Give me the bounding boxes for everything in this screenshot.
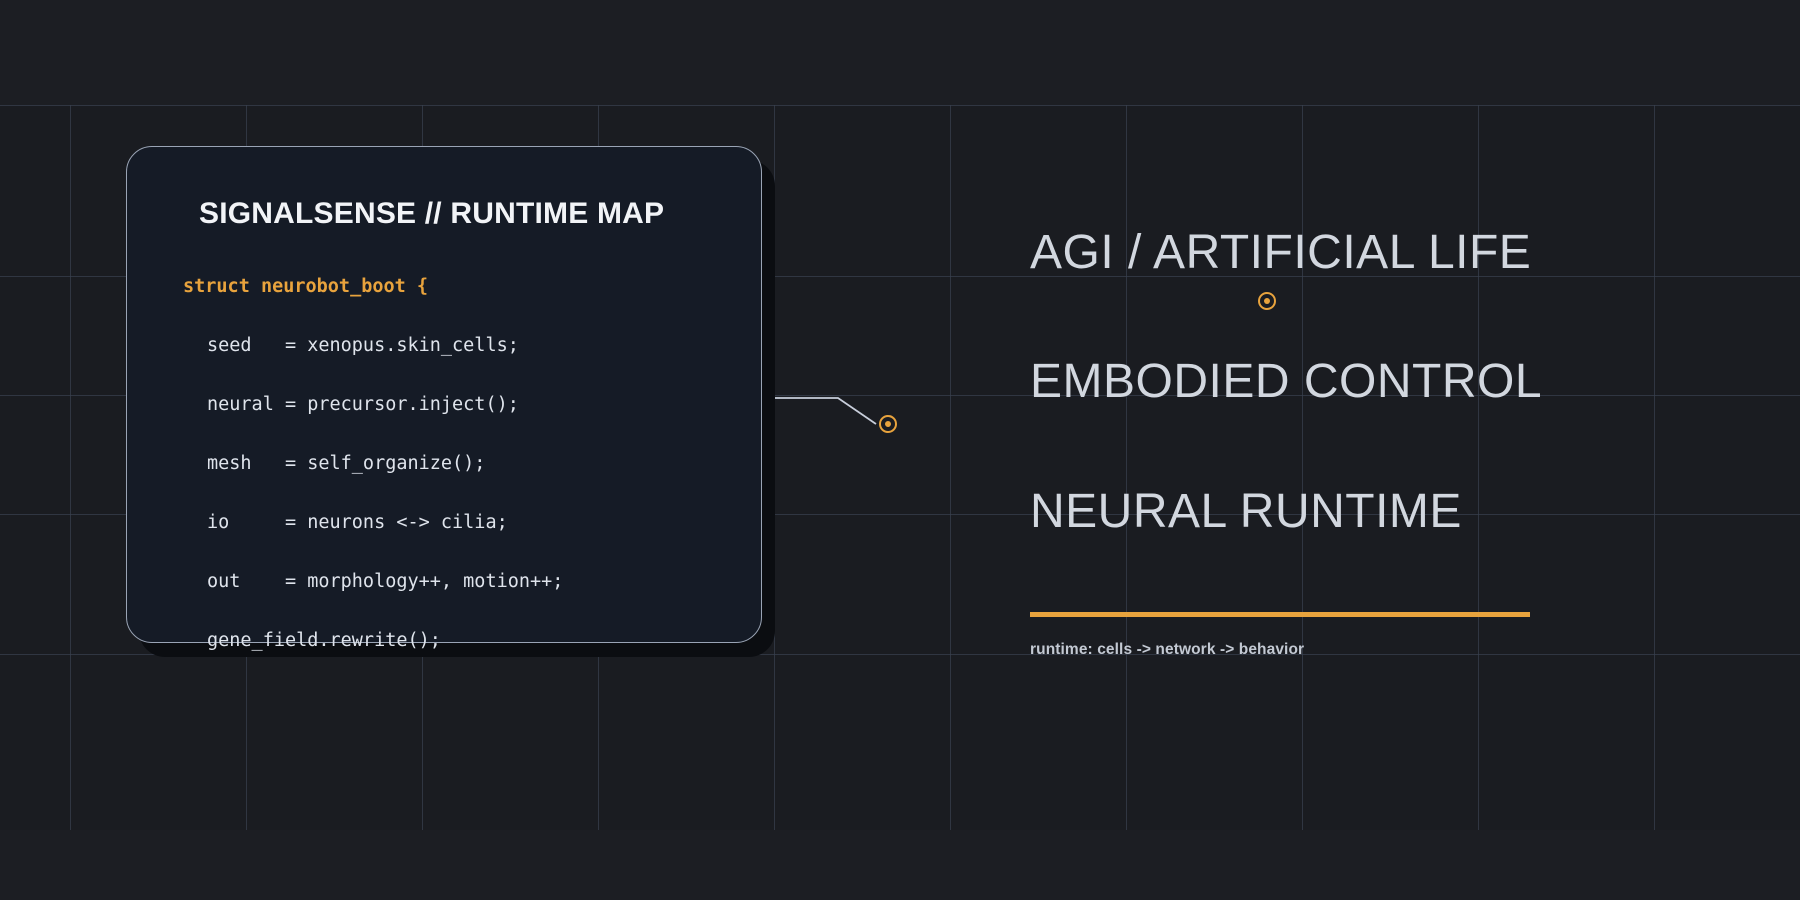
accent-node-icon: [1258, 292, 1276, 310]
grid-line-vertical: [1654, 105, 1655, 830]
code-line: struct neurobot_boot {: [183, 276, 429, 297]
headline-panel: AGI / ARTIFICIAL LIFE EMBODIED CONTROL N…: [1030, 205, 1650, 659]
accent-divider: [1030, 612, 1530, 617]
grid-line-horizontal: [0, 105, 1800, 106]
runtime-map-card: SIGNALSENSE // RUNTIME MAP struct neurob…: [126, 146, 762, 651]
code-line: out = morphology++, motion++;: [207, 571, 564, 592]
headline-neural-runtime: NEURAL RUNTIME: [1030, 485, 1462, 538]
bottom-vignette: [0, 830, 1800, 900]
code-line: mesh = self_organize();: [207, 453, 486, 474]
code-line: gene_field.rewrite();: [207, 630, 441, 651]
grid-line-horizontal: [0, 830, 1800, 831]
grid-line-vertical: [70, 105, 71, 830]
code-block: struct neurobot_boot { seed = xenopus.sk…: [183, 257, 727, 670]
code-line: neural = precursor.inject();: [207, 394, 519, 415]
grid-line-vertical: [774, 105, 775, 830]
connector-endpoint-node-icon: [879, 415, 897, 433]
footer-caption: runtime: cells -> network -> behavior: [1030, 641, 1305, 658]
grid-line-vertical: [950, 105, 951, 830]
top-vignette: [0, 0, 1800, 105]
card-title: SIGNALSENSE // RUNTIME MAP: [199, 197, 665, 230]
code-line: io = neurons <-> cilia;: [207, 512, 508, 533]
headline-agi-artificial-life: AGI / ARTIFICIAL LIFE: [1030, 226, 1532, 279]
headline-embodied-control: EMBODIED CONTROL: [1030, 355, 1543, 408]
code-line: seed = xenopus.skin_cells;: [207, 335, 519, 356]
